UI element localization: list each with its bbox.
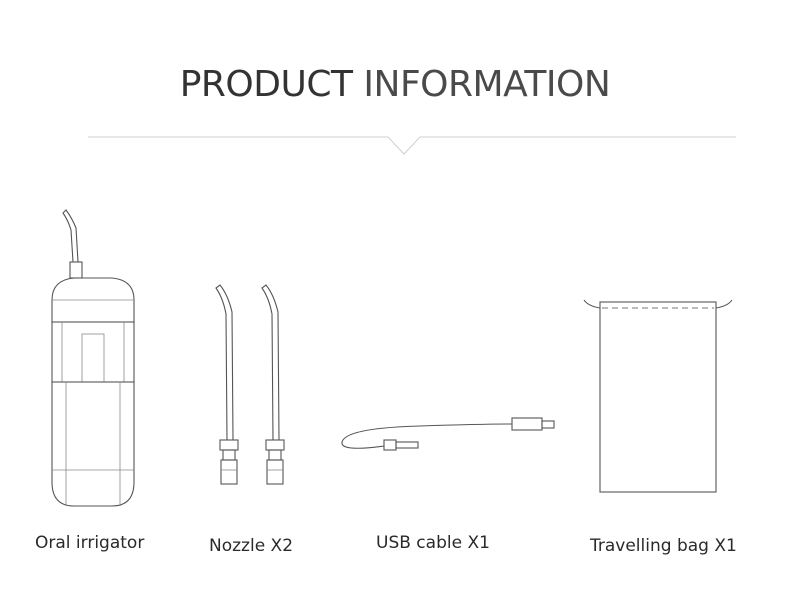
usb-cable-label: USB cable X1 xyxy=(376,533,490,553)
nozzle-label: Nozzle X2 xyxy=(209,536,294,556)
page-title: PRODUCT INFORMATION xyxy=(0,64,790,105)
travelling-bag-label: Travelling bag X1 xyxy=(590,536,737,556)
oral-irrigator-label: Oral irrigator xyxy=(35,533,145,553)
title-bold: PRODUCT xyxy=(179,64,353,105)
title-light: INFORMATION xyxy=(363,64,611,105)
